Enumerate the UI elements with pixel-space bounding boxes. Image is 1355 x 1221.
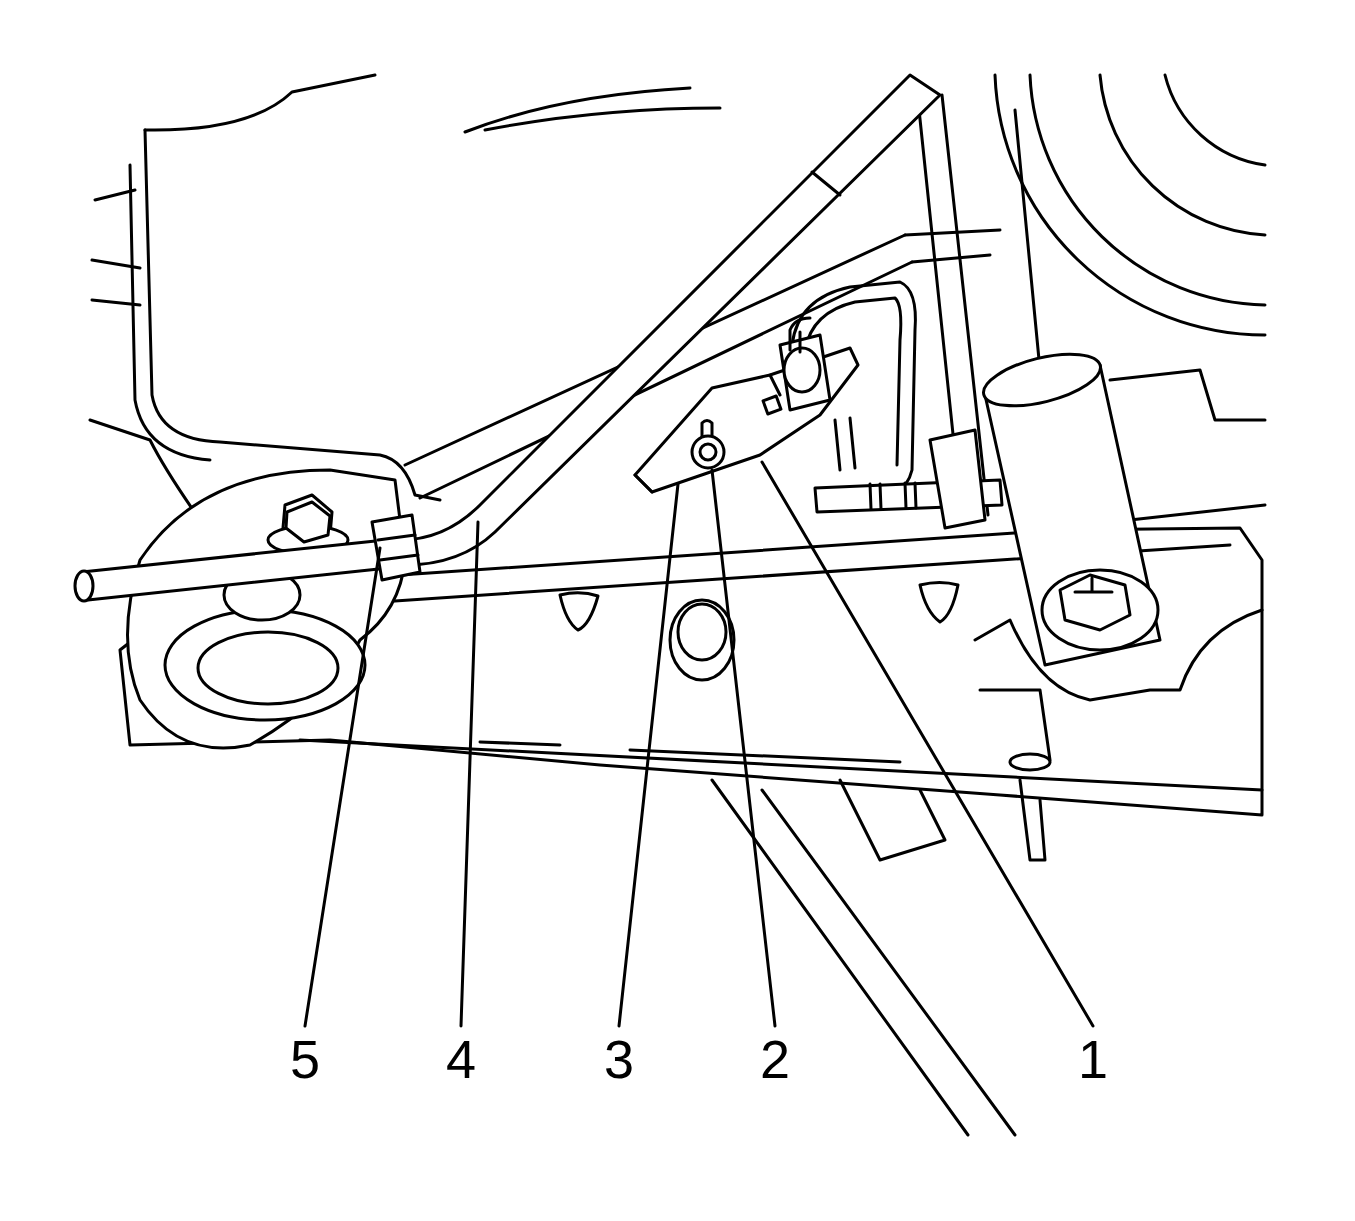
body-panel bbox=[92, 190, 140, 305]
cable bbox=[75, 75, 940, 601]
nut bbox=[692, 436, 724, 468]
bushing bbox=[198, 632, 338, 704]
right-bracket bbox=[1110, 370, 1265, 520]
leader-line bbox=[762, 462, 1093, 1026]
hose-fitting bbox=[870, 483, 916, 509]
body-panel bbox=[90, 420, 200, 520]
beam-edge bbox=[300, 740, 1262, 790]
wheel-arc bbox=[1165, 75, 1265, 165]
cable-sleeve bbox=[812, 172, 840, 195]
shock-absorber bbox=[975, 344, 1262, 700]
beam-tab bbox=[980, 690, 1050, 860]
leader-line bbox=[712, 470, 775, 1026]
strut bbox=[1015, 110, 1040, 370]
bolt-head bbox=[286, 502, 330, 542]
leader-line bbox=[305, 548, 380, 1026]
crossmember bbox=[120, 528, 1262, 1135]
bushing bbox=[128, 470, 406, 748]
bracket-plate bbox=[635, 375, 780, 492]
body-arc bbox=[485, 108, 720, 130]
callout-number: 2 bbox=[760, 1032, 790, 1086]
cable-rod bbox=[82, 540, 388, 600]
shock-top bbox=[978, 344, 1105, 416]
frame-rail bbox=[420, 262, 912, 498]
bracket-hole bbox=[763, 396, 781, 414]
wheel-arc bbox=[995, 75, 1265, 335]
body-panel bbox=[145, 130, 440, 500]
cable-end bbox=[75, 571, 93, 601]
callout-number: 4 bbox=[446, 1032, 476, 1086]
body-panel bbox=[145, 75, 375, 130]
body-panel bbox=[130, 165, 210, 460]
shock-nut bbox=[1075, 578, 1112, 592]
cable-lower bbox=[712, 780, 1015, 1135]
bracket-assembly bbox=[635, 282, 1002, 528]
frame-rail bbox=[905, 230, 1000, 262]
link bbox=[835, 418, 855, 470]
beam-hole bbox=[560, 593, 598, 630]
bracket-post bbox=[780, 335, 830, 410]
wheel-arc bbox=[1030, 75, 1265, 305]
shock-washer bbox=[1042, 570, 1158, 650]
beam-hole bbox=[920, 583, 958, 623]
callout-number: 3 bbox=[604, 1032, 634, 1086]
callout-number: 5 bbox=[290, 1032, 320, 1086]
shock-nut bbox=[1060, 575, 1130, 630]
pipe-stub bbox=[790, 318, 810, 352]
beam-slot bbox=[480, 742, 900, 762]
leader-line bbox=[619, 484, 678, 1026]
wheel-arc bbox=[1100, 75, 1265, 235]
beam-hole bbox=[678, 604, 726, 660]
lower-member bbox=[840, 780, 945, 860]
shock-mount bbox=[975, 610, 1262, 700]
beam-hole bbox=[1010, 754, 1050, 770]
cable-clip bbox=[378, 535, 418, 560]
callout-number: 1 bbox=[1078, 1032, 1108, 1086]
bushing bbox=[165, 610, 365, 720]
nut bbox=[700, 444, 716, 460]
hose-bracket bbox=[930, 430, 985, 528]
bushing-housing bbox=[128, 470, 406, 748]
leader-line bbox=[461, 522, 478, 1026]
fitting-nut bbox=[784, 348, 820, 392]
beam-hole bbox=[670, 600, 734, 680]
leader-lines bbox=[305, 462, 1093, 1026]
